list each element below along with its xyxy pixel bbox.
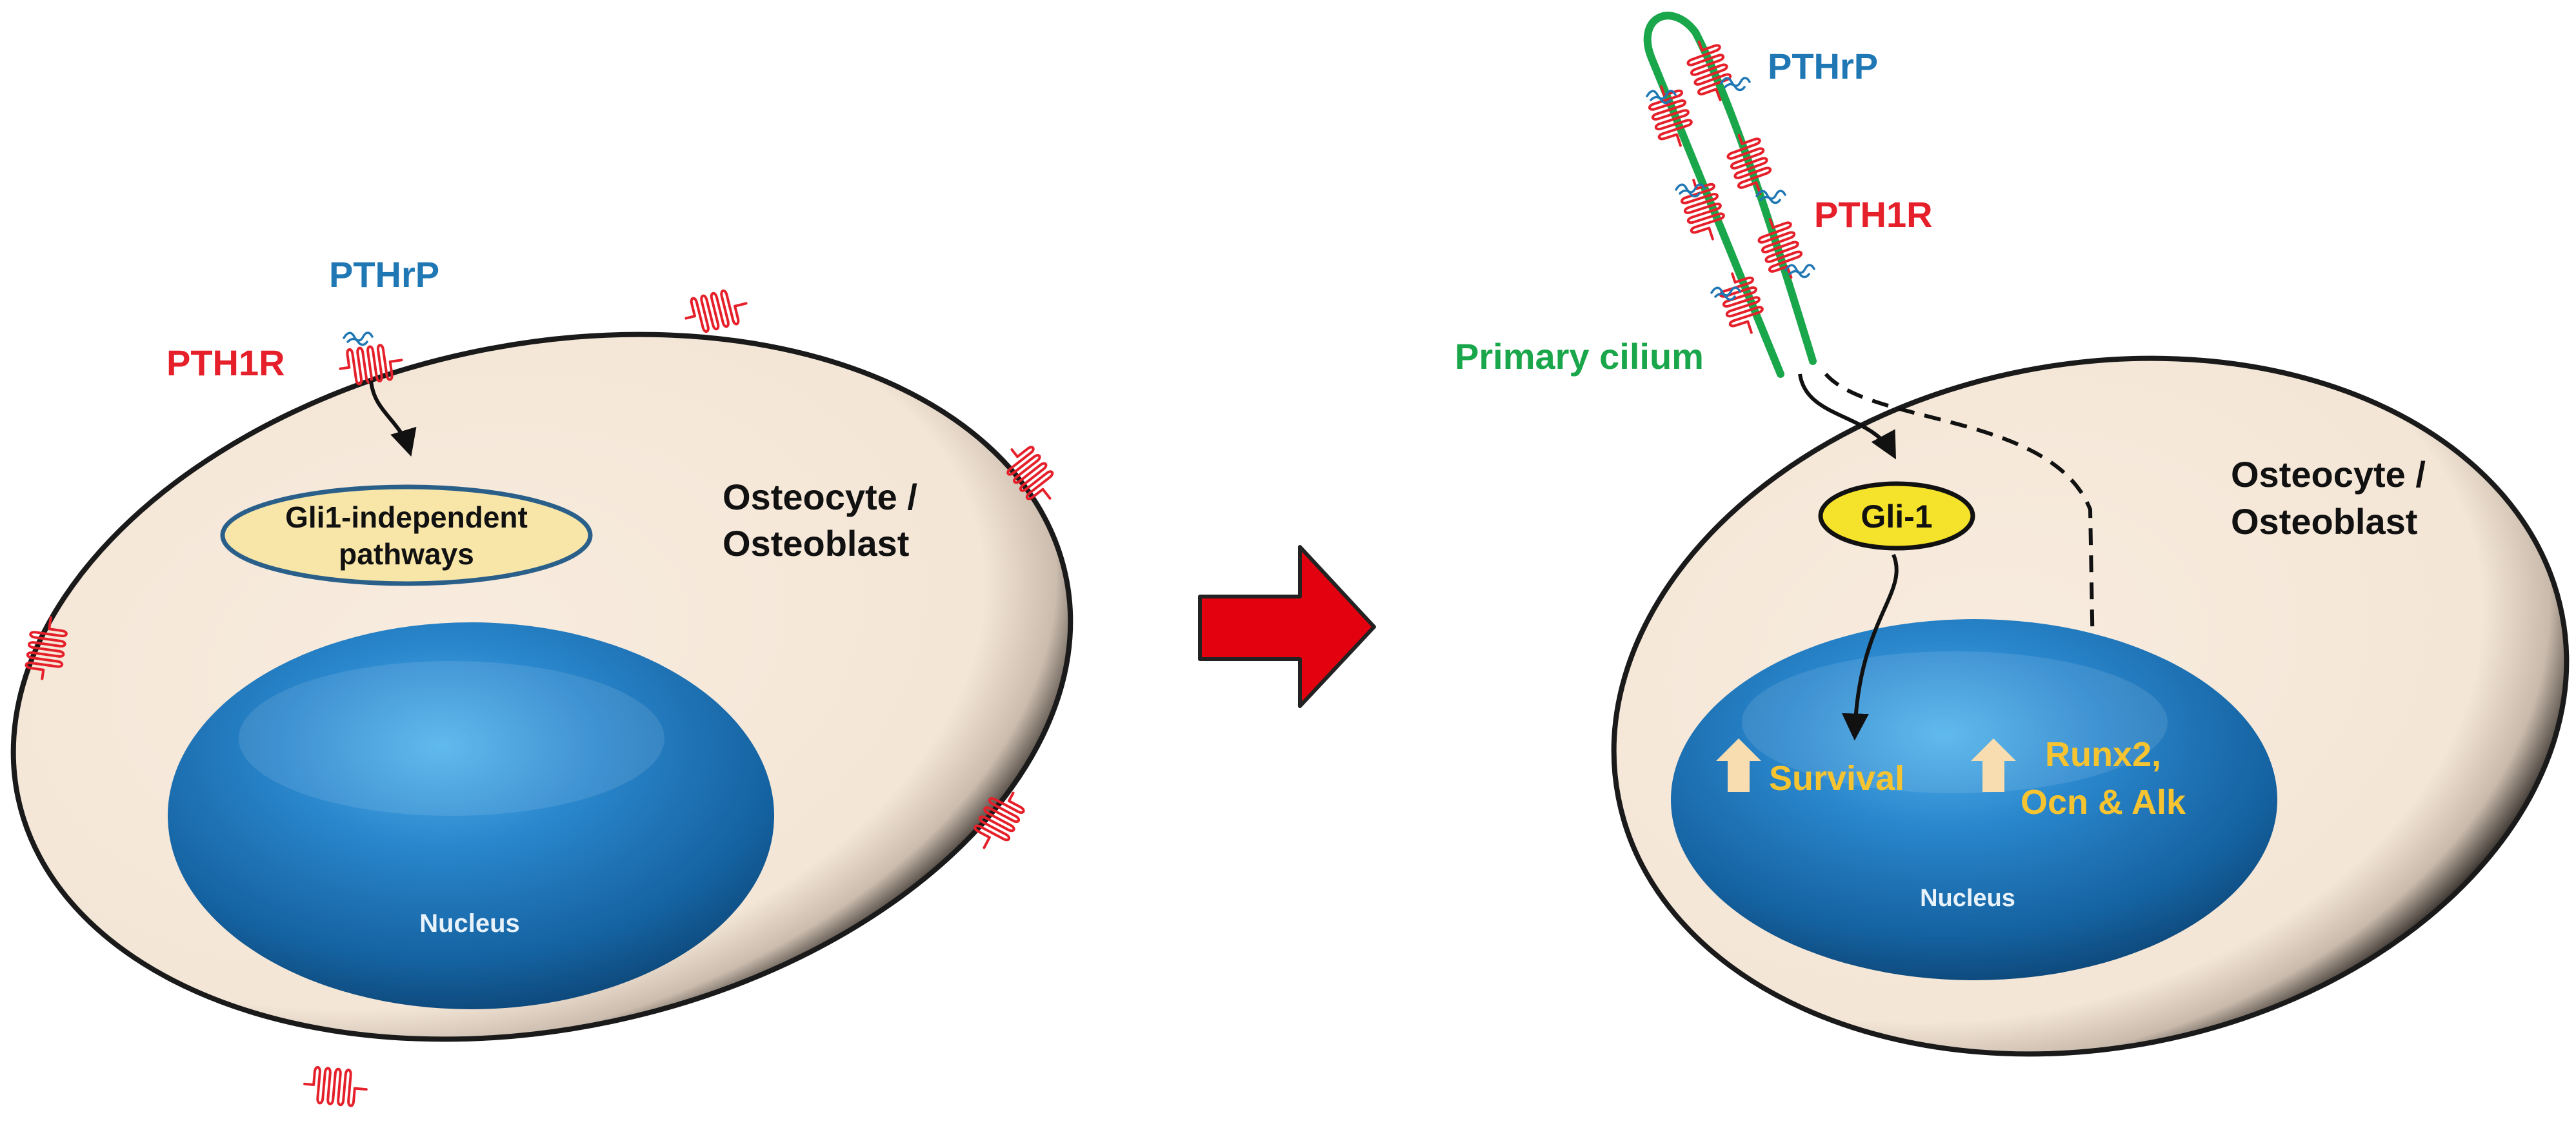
right-nucleus-label: Nucleus [1920, 885, 2015, 912]
right-cell-label-line2: Osteoblast [2231, 501, 2417, 542]
survival-up-arrow-icon [1716, 738, 1761, 792]
gli1-label: Gli-1 [1861, 499, 1932, 535]
left-receptor-bottom [301, 1065, 370, 1109]
outcome2-label-line2: Ocn & Alk [2021, 783, 2186, 822]
left-cell-label-line1: Osteocyte / [723, 477, 917, 517]
cilium-receptor-1 [1681, 34, 1739, 108]
left-nucleus [168, 622, 774, 1009]
runx2-up-arrow-icon [1971, 738, 2016, 792]
gli1-to-survival-arrow [1841, 553, 1899, 741]
left-panel: Gli1-independent pathways Nucleus PTHrP … [10, 254, 1073, 1109]
left-receptor-label: PTH1R [166, 342, 285, 383]
left-pathway-label-line2: pathways [339, 537, 474, 571]
left-ligand [343, 331, 374, 346]
left-nucleus-label: Nucleus [419, 909, 520, 938]
survival-label: Survival [1769, 759, 1904, 798]
left-pathway-oval [220, 484, 593, 586]
left-pathway-label-line1: Gli1-independent [285, 500, 528, 534]
right-receptor-label: PTH1R [1814, 194, 1933, 235]
primary-cilium [1643, 12, 1817, 378]
left-receptor-top [680, 284, 752, 337]
right-ligand-label: PTHrP [1768, 46, 1878, 86]
right-nucleus-highlight [1742, 651, 2168, 793]
cilium-label: Primary cilium [1455, 336, 1704, 377]
right-cell-label-line1: Osteocyte / [2231, 454, 2426, 495]
left-nucleus-highlight [239, 661, 664, 816]
left-cell-label-line2: Osteoblast [723, 523, 909, 564]
right-signal-arrow-dashed [1824, 373, 2107, 696]
transition-arrow [1198, 545, 1376, 708]
left-ligand-label: PTHrP [329, 254, 439, 295]
right-nucleus [1671, 619, 2277, 980]
cilium-ligand-2 [1720, 77, 1751, 92]
outcome2-label-line1: Runx2, [2045, 735, 2161, 774]
gli1-oval [1818, 481, 1975, 551]
left-signal-arrow [369, 380, 417, 457]
cilium-receptor-3 [1721, 128, 1779, 201]
right-panel: Gli-1 Survival Runx2, Ocn & Alk Nucleus … [1455, 12, 2570, 1057]
right-signal-arrow-solid [1798, 373, 1896, 460]
